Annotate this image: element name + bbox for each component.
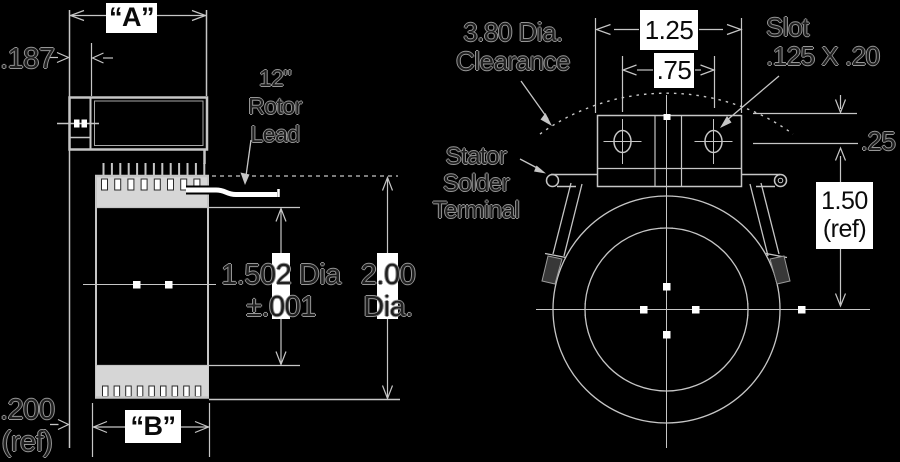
dim-125-lines xyxy=(594,23,743,36)
shaft-pin-left xyxy=(74,119,80,128)
stator-slots-bottom xyxy=(102,385,202,397)
clearance-leader-arrow xyxy=(520,80,552,126)
dim-150-lines xyxy=(834,146,847,308)
dim-od-lines xyxy=(209,175,400,401)
dim-bore-lines xyxy=(272,206,290,367)
side-view-centerline xyxy=(83,281,216,289)
rotor-lead-wire xyxy=(186,185,280,199)
clamp-ear-right xyxy=(749,182,791,285)
dim-75-lines xyxy=(621,64,716,76)
stator-slots-top xyxy=(101,178,201,191)
dim-75-label: .75 xyxy=(654,53,694,88)
dim-125-label: 1.25 xyxy=(640,10,698,50)
dim-b-label: “B” xyxy=(125,410,181,443)
ref-200-label: .200 (ref) xyxy=(0,394,55,459)
stator-terminal-label: Stator Solder Terminal xyxy=(432,143,520,224)
dim-187-label: .187 xyxy=(0,43,55,75)
dim-25-lines xyxy=(753,95,858,145)
stator-terminal-right xyxy=(742,173,788,188)
winding-teeth xyxy=(102,163,206,176)
dim-25-label: .25 xyxy=(860,126,896,156)
slot-label: Slot .125 X .20 xyxy=(766,12,880,72)
side-view xyxy=(50,9,400,457)
front-view-centerlines xyxy=(536,95,870,448)
dim-200-leader xyxy=(50,418,70,431)
shaft-pin-right xyxy=(81,119,87,128)
front-view xyxy=(519,18,870,448)
slot-symbol-left xyxy=(603,119,642,164)
rotor-lead-label: 12" Rotor Lead xyxy=(248,65,302,148)
slot-leader-arrow xyxy=(720,75,780,128)
stator-terminal-left xyxy=(545,173,597,188)
rotor-housing xyxy=(57,96,209,164)
clearance-label: 3.80 Dia. Clearance xyxy=(455,17,571,77)
stator-terminal-leader-arrow xyxy=(519,158,546,174)
outer-dia-label: 2.00 Dia. xyxy=(360,259,416,324)
ref-150-label: 1.50 (ref) xyxy=(816,182,873,249)
clamp-ear-left xyxy=(541,182,583,285)
bore-dia-label: 1.502 Dia ±.001 xyxy=(221,259,341,324)
dim-a-label: “A” xyxy=(106,2,157,33)
dim-187-lines xyxy=(50,43,113,96)
slot-symbol-right xyxy=(694,119,733,164)
clearance-arc xyxy=(539,92,794,135)
